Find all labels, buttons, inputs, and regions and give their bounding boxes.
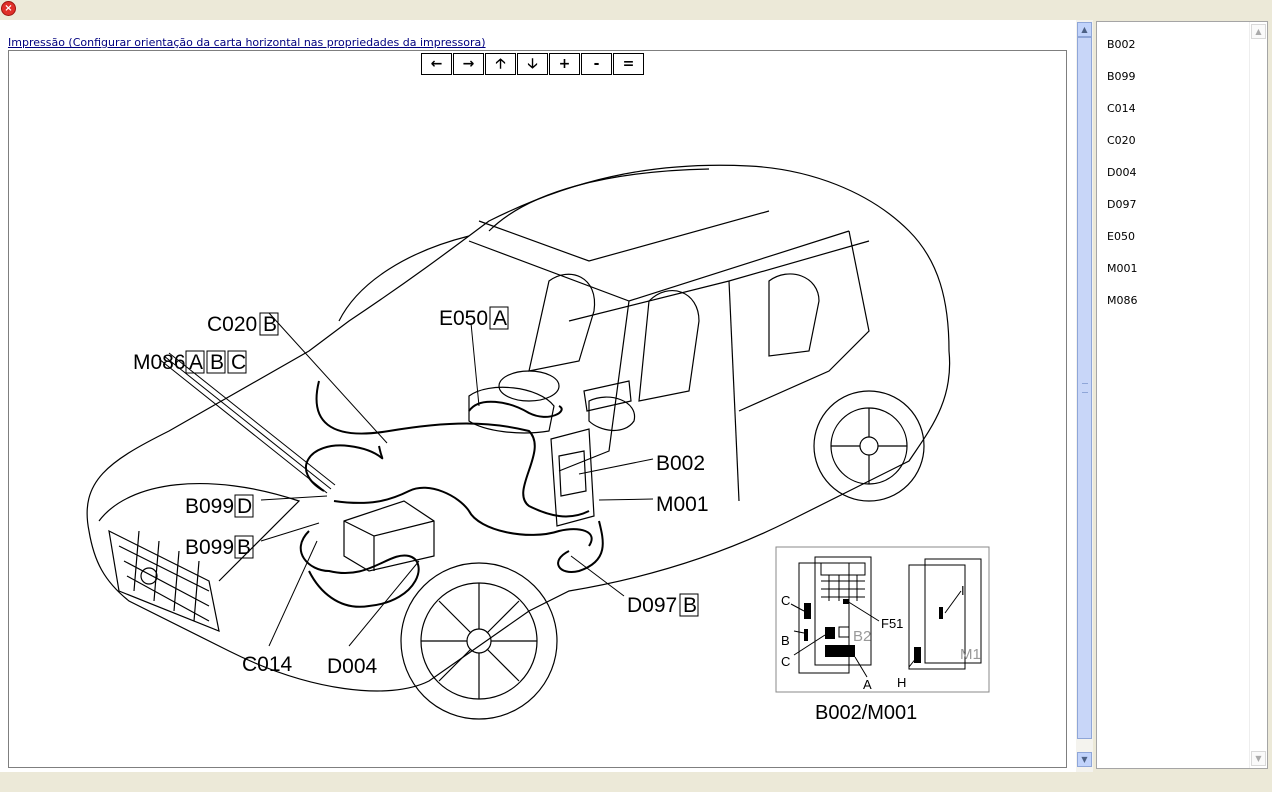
- inset-label-c1: C: [781, 593, 790, 608]
- label-d004: D004: [327, 655, 378, 678]
- pan-right-button[interactable]: →: [453, 53, 484, 75]
- main-panel: Impressão (Configurar orientação da cart…: [0, 20, 1076, 772]
- inset-label-f51: F51: [881, 616, 903, 631]
- label-c020: C020: [207, 313, 257, 336]
- component-list: B002 B099 C014 C020 D004 D097 E050 M001 …: [1107, 38, 1138, 326]
- label-d097: D097: [627, 594, 677, 617]
- label-c014: C014: [242, 653, 293, 676]
- diagram-frame: C020 B E050 A M086 A B C B002 M001 B099 …: [8, 50, 1067, 768]
- inset-label-c2: C: [781, 654, 790, 669]
- label-m086-c: C: [231, 351, 246, 374]
- side-scroll-up-icon[interactable]: ▲: [1251, 24, 1266, 39]
- inset-label-h: H: [897, 675, 906, 690]
- side-scrollbar[interactable]: ▲ ▼: [1249, 22, 1267, 768]
- list-item-b002[interactable]: B002: [1107, 38, 1136, 51]
- inset-label-i: I: [961, 583, 965, 598]
- scroll-up-arrow-icon[interactable]: ▲: [1077, 22, 1092, 37]
- label-b002: B002: [656, 452, 705, 475]
- label-e050-tag: A: [493, 307, 507, 330]
- list-item-c020[interactable]: C020: [1107, 134, 1136, 147]
- pan-down-button[interactable]: 🡣: [517, 53, 548, 75]
- label-e050: E050: [439, 307, 488, 330]
- label-m086-b: B: [210, 351, 224, 374]
- label-d097-tag: B: [683, 594, 697, 617]
- scroll-down-arrow-icon[interactable]: ▼: [1077, 752, 1092, 767]
- label-m001: M001: [656, 493, 709, 516]
- list-item-b099[interactable]: B099: [1107, 70, 1136, 83]
- inset-label-m1: M1: [960, 646, 981, 663]
- zoom-out-button[interactable]: -: [581, 53, 612, 75]
- list-item-c014[interactable]: C014: [1107, 102, 1136, 115]
- component-list-panel: B002 B099 C014 C020 D004 D097 E050 M001 …: [1096, 21, 1268, 769]
- label-b099-d: B099: [185, 495, 234, 518]
- list-item-d004[interactable]: D004: [1107, 166, 1137, 179]
- scroll-grip-icon: [1082, 383, 1088, 393]
- label-b099-b: B099: [185, 536, 234, 559]
- pan-up-button[interactable]: 🡡: [485, 53, 516, 75]
- list-item-m086[interactable]: M086: [1107, 294, 1138, 307]
- label-c020-tag: B: [263, 313, 277, 336]
- diagram-toolbar: ← → 🡡 🡣 + - =: [421, 53, 644, 75]
- side-scroll-down-icon[interactable]: ▼: [1251, 751, 1266, 766]
- inset-label-b2: B2: [853, 628, 871, 645]
- scroll-thumb[interactable]: [1077, 37, 1092, 739]
- list-item-e050[interactable]: E050: [1107, 230, 1135, 243]
- label-m086: M086: [133, 351, 186, 374]
- inset-label-a: A: [863, 677, 872, 692]
- inset-label-b: B: [781, 633, 790, 648]
- list-item-d097[interactable]: D097: [1107, 198, 1137, 211]
- pan-left-button[interactable]: ←: [421, 53, 452, 75]
- label-b099-b-tag: B: [237, 536, 251, 559]
- inset-title: B002/M001: [815, 702, 917, 724]
- wiring-diagram: C020 B E050 A M086 A B C B002 M001 B099 …: [86, 164, 990, 724]
- list-item-m001[interactable]: M001: [1107, 262, 1138, 275]
- print-link[interactable]: Impressão (Configurar orientação da cart…: [8, 36, 486, 49]
- label-m086-a: A: [189, 351, 203, 374]
- label-b099-d-tag: D: [237, 495, 252, 518]
- zoom-reset-button[interactable]: =: [613, 53, 644, 75]
- main-scrollbar[interactable]: ▲ ▼: [1076, 20, 1093, 772]
- close-icon[interactable]: ×: [1, 1, 16, 16]
- inset-b002-m001: C B C F51 A H I B2 M1 B002/M001: [775, 546, 990, 724]
- zoom-in-button[interactable]: +: [549, 53, 580, 75]
